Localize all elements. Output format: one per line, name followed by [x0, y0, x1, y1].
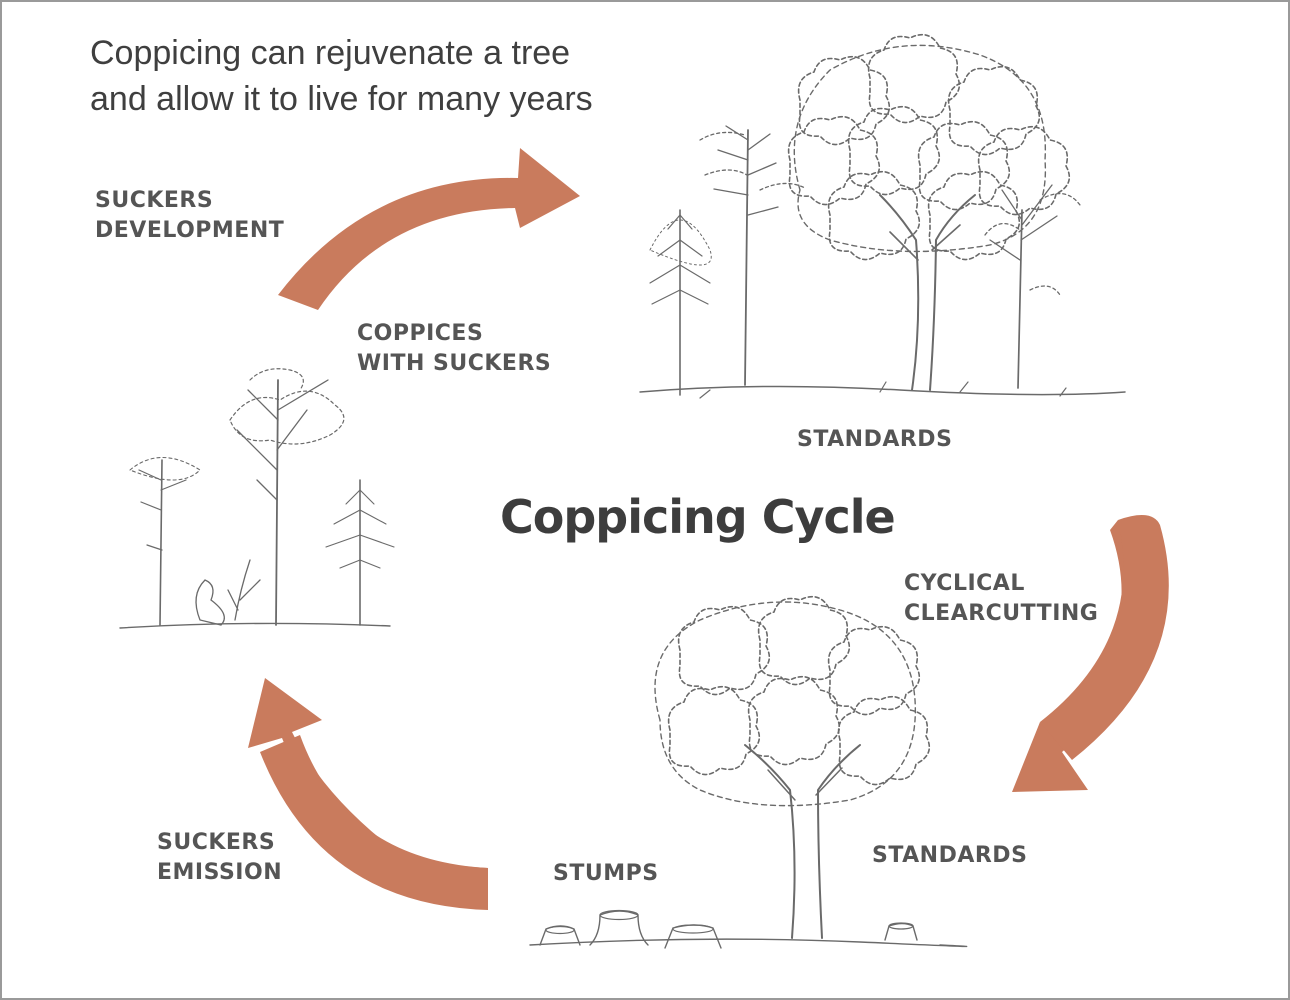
coppice-trees-illustration: [119, 368, 395, 629]
standard-tree-with-stumps-illustration: [529, 595, 968, 949]
intro-text: Coppicing can rejuvenate a tree and allo…: [90, 30, 710, 122]
label-standards-top-text: STANDARDS: [797, 427, 953, 452]
arrow-right: [1012, 515, 1169, 792]
forest-standards-illustration: [639, 33, 1126, 399]
label-standards-bottom-text: STANDARDS: [872, 843, 1028, 868]
diagram-title: Coppicing Cycle: [500, 490, 896, 544]
label-cyclical-line-2: CLEARCUTTING: [904, 601, 1099, 626]
label-coppices-line-2: WITH SUCKERS: [357, 351, 552, 376]
label-suckers-development-line-1: SUCKERS: [95, 188, 214, 213]
intro-line-1: Coppicing can rejuvenate a tree: [90, 34, 571, 72]
label-coppices-with-suckers: COPPICES WITH SUCKERS: [357, 319, 551, 379]
label-stumps-text: STUMPS: [553, 861, 659, 886]
label-stumps: STUMPS: [553, 859, 659, 889]
label-cyclical-line-1: CYCLICAL: [904, 571, 1025, 596]
label-coppices-line-1: COPPICES: [357, 321, 484, 346]
arrow-bottom-left: [248, 678, 488, 910]
intro-line-2: and allow it to live for many years: [90, 80, 593, 118]
label-suckers-development: SUCKERS DEVELOPMENT: [95, 186, 284, 246]
arrow-top: [278, 148, 580, 310]
label-suckers-emission-line-2: EMISSION: [157, 860, 283, 885]
label-cyclical-clearcutting: CYCLICAL CLEARCUTTING: [904, 569, 1098, 629]
label-standards-bottom: STANDARDS: [872, 841, 1027, 871]
label-standards-top: STANDARDS: [797, 425, 952, 455]
label-suckers-development-line-2: DEVELOPMENT: [95, 218, 285, 243]
label-suckers-emission-line-1: SUCKERS: [157, 830, 276, 855]
label-suckers-emission: SUCKERS EMISSION: [157, 828, 282, 888]
